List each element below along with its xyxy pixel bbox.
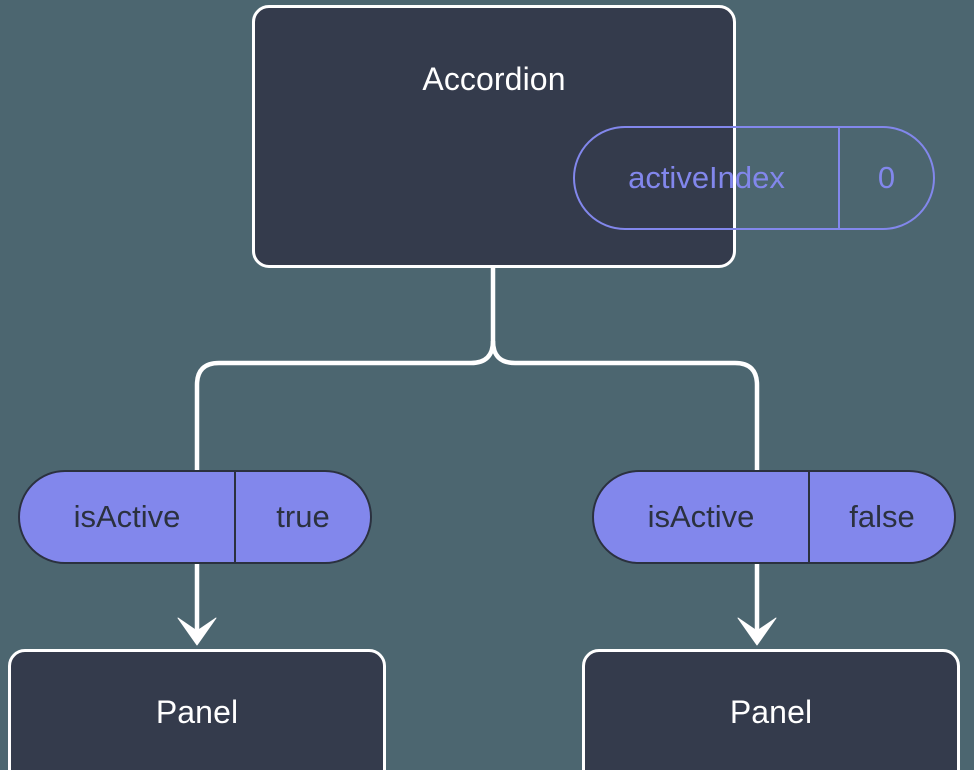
right-panel-node-title: Panel bbox=[729, 694, 813, 730]
left-branch-prop-pill[interactable]: isActive true bbox=[18, 470, 372, 564]
arrow-right-panel bbox=[737, 563, 777, 646]
accordion-prop-value: 0 bbox=[877, 160, 896, 195]
left-branch-prop-value: true bbox=[276, 499, 330, 534]
connector-trunk-fork-right bbox=[490, 340, 760, 470]
accordion-node-title: Accordion bbox=[422, 61, 566, 97]
accordion-prop-key: activeIndex bbox=[575, 128, 840, 228]
right-branch-prop-key: isActive bbox=[594, 472, 810, 562]
right-panel-node[interactable]: Panel bbox=[582, 649, 960, 770]
left-panel-node[interactable]: Panel bbox=[8, 649, 386, 770]
connector-trunk-fork bbox=[194, 268, 496, 470]
right-branch-prop-value: false bbox=[849, 499, 915, 534]
arrow-left-panel bbox=[177, 563, 217, 646]
left-panel-node-title: Panel bbox=[155, 694, 239, 730]
left-branch-prop-key: isActive bbox=[20, 472, 236, 562]
right-branch-prop-pill[interactable]: isActive false bbox=[592, 470, 956, 564]
accordion-node[interactable]: Accordion activeIndex 0 bbox=[252, 5, 935, 268]
accordion-prop-pill[interactable]: activeIndex 0 bbox=[573, 126, 935, 230]
